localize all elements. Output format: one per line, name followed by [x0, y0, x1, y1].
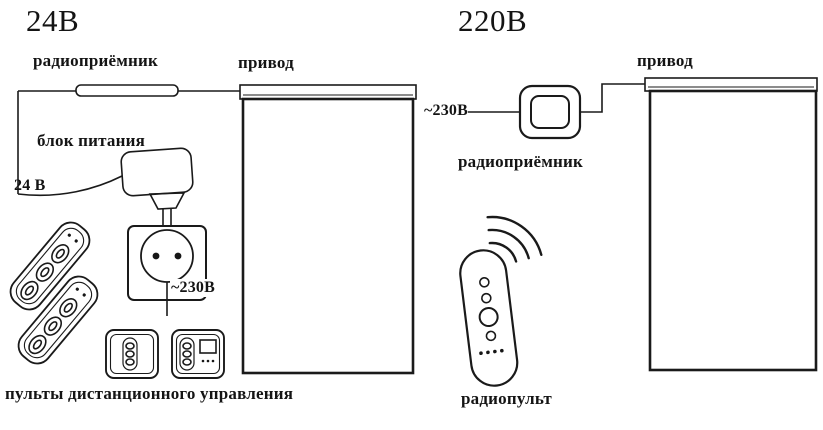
remote-button — [485, 330, 497, 342]
remote-button — [182, 358, 192, 366]
remote-button — [59, 298, 78, 318]
left-screen — [241, 97, 415, 375]
right-title: 220В — [458, 3, 528, 38]
socket-hole — [174, 252, 182, 260]
radio-waves-icon — [486, 215, 543, 263]
remote-button — [182, 350, 192, 358]
radio-remote-caption: радиопульт — [461, 389, 552, 408]
remote-button — [20, 280, 39, 301]
right-receiver-label: радиоприёмник — [458, 152, 584, 171]
wire-psu-cable — [17, 175, 123, 197]
right-drive-label: привод — [637, 51, 693, 70]
remote-button — [125, 342, 135, 350]
remote-button — [481, 292, 492, 304]
right-drive-bar — [644, 77, 818, 92]
left-title: 24В — [26, 3, 80, 38]
remote-button — [35, 262, 55, 282]
right-receiver-to-drive-wire — [580, 83, 645, 113]
wall-remote-2 — [171, 329, 225, 379]
handheld-remote-2 — [17, 275, 99, 365]
adapter-neck — [148, 192, 186, 210]
remote-button — [182, 342, 192, 350]
remote-button — [125, 358, 135, 366]
remote-display — [199, 339, 217, 354]
left-mains-voltage-label: ~230В — [170, 279, 216, 297]
right-mains-voltage-label: ~230В — [424, 102, 468, 119]
remote-button-main — [478, 307, 499, 328]
remote-button — [125, 350, 135, 358]
right-radio-receiver — [518, 84, 582, 140]
right-screen — [648, 89, 818, 372]
left-radio-receiver — [75, 84, 179, 97]
wall-remote-1 — [105, 329, 159, 379]
left-drive-label: привод — [238, 53, 294, 72]
remotes-caption: пульты дистанционного управления — [5, 384, 294, 403]
remote-button — [479, 276, 490, 288]
voltage-24v-label: 24 В — [14, 177, 46, 194]
power-supply-label: блок питания — [37, 131, 145, 150]
remote-button — [43, 316, 63, 336]
remote-button — [51, 244, 70, 264]
power-supply-adapter — [120, 147, 194, 225]
left-receiver-label: радиоприёмник — [33, 51, 159, 70]
left-wires — [17, 90, 240, 197]
left-drive-bar — [239, 84, 417, 100]
radio-remote — [459, 249, 519, 387]
handheld-remote-1 — [9, 221, 91, 311]
remote-button — [28, 334, 47, 355]
socket-hole — [152, 252, 160, 260]
wall-socket — [127, 225, 207, 316]
